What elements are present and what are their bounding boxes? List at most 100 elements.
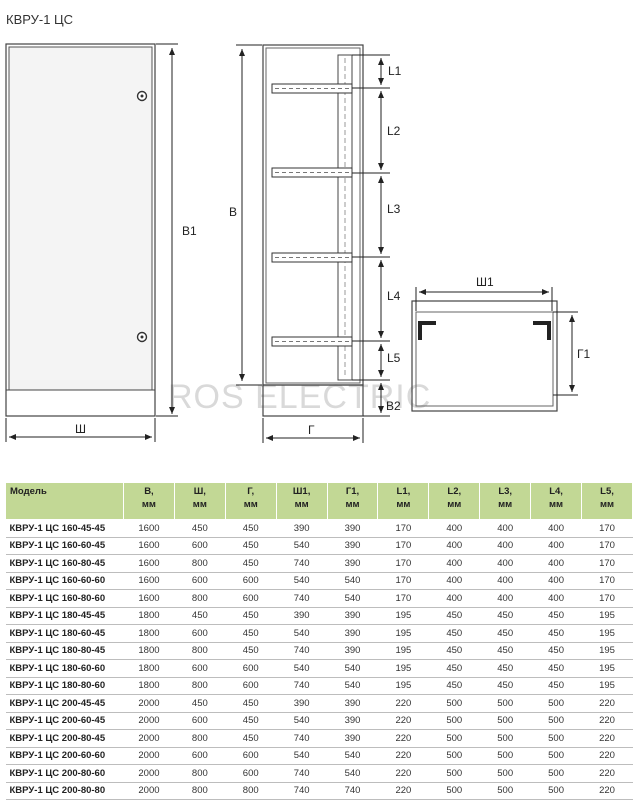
value-cell: 390	[327, 607, 378, 625]
value-cell: 500	[530, 729, 582, 748]
value-cell: 800	[174, 729, 226, 748]
value-cell: 390	[327, 712, 378, 730]
value-cell: 220	[377, 782, 429, 800]
value-cell: 500	[530, 747, 582, 765]
value-cell: 400	[530, 519, 582, 538]
value-cell: 170	[377, 537, 429, 555]
value-cell: 220	[581, 747, 633, 765]
value-cell: 220	[581, 729, 633, 748]
value-cell: 220	[581, 712, 633, 730]
value-cell: 450	[428, 642, 480, 660]
value-cell: 1800	[123, 642, 175, 660]
value-cell: 450	[479, 659, 531, 678]
value-cell: 400	[428, 519, 480, 538]
value-cell: 540	[327, 677, 378, 695]
header-b: В,мм	[123, 482, 175, 520]
value-cell: 600	[174, 537, 226, 555]
value-cell: 170	[581, 554, 633, 573]
dim-label-b: В	[229, 205, 237, 219]
value-cell: 390	[327, 554, 378, 573]
value-cell: 500	[530, 782, 582, 800]
header-l2: L2,мм	[428, 482, 481, 520]
value-cell: 195	[377, 659, 429, 678]
value-cell: 220	[377, 747, 429, 765]
value-cell: 500	[479, 747, 531, 765]
page-title: КВРУ-1 ЦС	[6, 12, 74, 27]
value-cell: 540	[276, 712, 328, 730]
dim-label-sh: Ш	[75, 422, 86, 436]
value-cell: 450	[225, 729, 277, 748]
value-cell: 540	[276, 572, 328, 590]
value-cell: 220	[377, 694, 429, 713]
value-cell: 450	[530, 607, 582, 625]
dim-label-b2: В2	[386, 399, 401, 413]
value-cell: 400	[530, 537, 582, 555]
value-cell: 740	[276, 589, 328, 608]
value-cell: 195	[581, 642, 633, 660]
value-cell: 450	[225, 624, 277, 643]
value-cell: 220	[581, 694, 633, 713]
value-cell: 1600	[123, 554, 175, 573]
value-cell: 195	[377, 607, 429, 625]
model-cell: КВРУ-1 ЦС 200-80-80	[5, 782, 124, 800]
value-cell: 400	[530, 554, 582, 573]
value-cell: 450	[225, 694, 277, 713]
value-cell: 400	[428, 589, 480, 608]
value-cell: 390	[327, 642, 378, 660]
model-cell: КВРУ-1 ЦС 180-60-45	[5, 624, 124, 643]
value-cell: 195	[581, 607, 633, 625]
model-cell: КВРУ-1 ЦС 180-80-60	[5, 677, 124, 695]
value-cell: 400	[530, 589, 582, 608]
value-cell: 195	[377, 677, 429, 695]
value-cell: 540	[276, 747, 328, 765]
cabinet-top-view	[411, 300, 558, 412]
value-cell: 540	[327, 764, 378, 783]
value-cell: 450	[225, 537, 277, 555]
value-cell: 500	[479, 764, 531, 783]
header-l5: L5,мм	[581, 482, 633, 520]
cabinet-drawings: ROS ELECTRIC В1 Ш	[5, 43, 590, 443]
value-cell: 400	[530, 572, 582, 590]
value-cell: 500	[479, 694, 531, 713]
value-cell: 600	[225, 589, 277, 608]
value-cell: 540	[327, 589, 378, 608]
value-cell: 400	[479, 537, 531, 555]
model-cell: КВРУ-1 ЦС 180-60-60	[5, 659, 124, 678]
value-cell: 390	[327, 537, 378, 555]
value-cell: 540	[276, 537, 328, 555]
value-cell: 500	[428, 747, 480, 765]
value-cell: 450	[479, 624, 531, 643]
value-cell: 195	[581, 624, 633, 643]
model-cell: КВРУ-1 ЦС 160-60-45	[5, 537, 124, 555]
value-cell: 740	[276, 642, 328, 660]
value-cell: 600	[225, 764, 277, 783]
value-cell: 740	[276, 729, 328, 748]
value-cell: 1600	[123, 519, 175, 538]
value-cell: 450	[225, 712, 277, 730]
value-cell: 450	[225, 554, 277, 573]
value-cell: 390	[276, 519, 328, 538]
value-cell: 390	[327, 694, 378, 713]
dim-label-l3: L3	[387, 202, 401, 216]
value-cell: 2000	[123, 694, 175, 713]
value-cell: 450	[530, 624, 582, 643]
value-cell: 170	[377, 554, 429, 573]
value-cell: 220	[581, 764, 633, 783]
value-cell: 800	[174, 764, 226, 783]
value-cell: 600	[225, 747, 277, 765]
model-cell: КВРУ-1 ЦС 160-60-60	[5, 572, 124, 590]
value-cell: 220	[377, 764, 429, 783]
value-cell: 400	[479, 554, 531, 573]
value-cell: 390	[276, 607, 328, 625]
door-lock-icon	[136, 90, 148, 102]
header-model: Модель	[5, 482, 124, 520]
value-cell: 195	[377, 642, 429, 660]
